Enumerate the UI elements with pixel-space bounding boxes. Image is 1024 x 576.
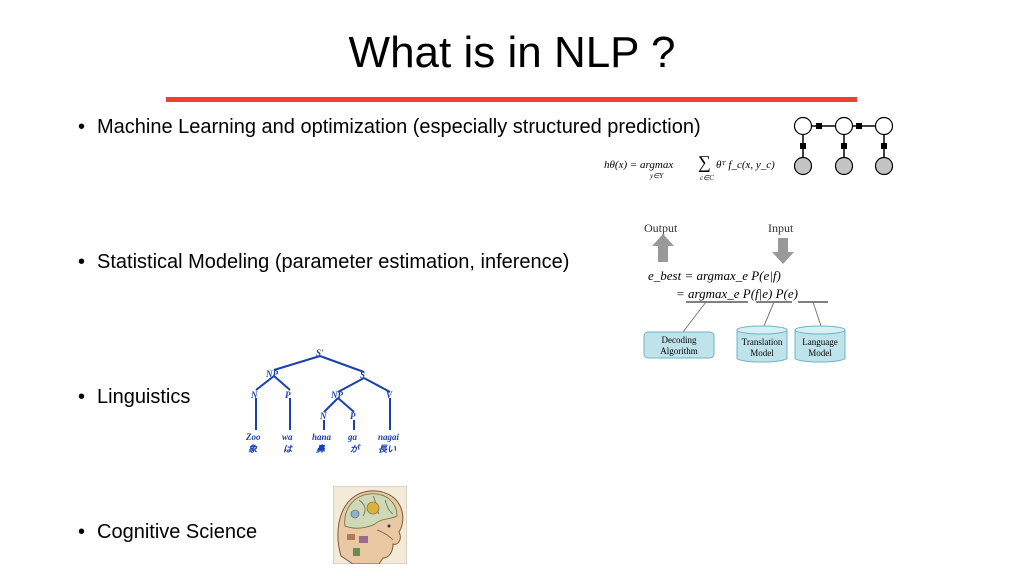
crf-observation-node <box>793 156 813 176</box>
decoding-line1: Decoding <box>662 335 697 345</box>
language-model-cylinder <box>794 330 846 363</box>
tree-glyph: 鼻 <box>316 444 326 454</box>
bullet-marker: • <box>78 386 86 408</box>
bullet-marker: • <box>78 116 86 138</box>
crf-label-node <box>793 116 813 136</box>
decoding-algorithm-box <box>643 331 715 359</box>
tree-word: wa <box>282 432 293 442</box>
sum-symbol: ∑ <box>698 152 711 172</box>
tree-glyph: 長い <box>378 444 397 454</box>
tree-root: S' <box>316 348 324 358</box>
title-underline <box>166 97 857 102</box>
translation-line1: Translation <box>742 337 783 347</box>
bullet-text: Statistical Modeling (parameter estimati… <box>97 251 570 273</box>
tree-np2: NP <box>330 390 343 400</box>
tree-p1: P <box>285 390 291 400</box>
bullet-linguistics: • Linguistics <box>78 386 190 409</box>
bullet-marker: • <box>78 521 86 543</box>
bullet-ml: • Machine Learning and optimization (espe… <box>78 116 701 139</box>
tree-n2: N <box>319 411 327 421</box>
tree-n1: N <box>250 390 258 400</box>
bullet-marker: • <box>78 251 86 273</box>
down-arrow-icon <box>772 238 794 264</box>
bullet-text: Cognitive Science <box>97 521 258 543</box>
crf-observation-node <box>834 156 854 176</box>
crf-figure: hθ(x) = argmax y∈Y ∑ c∈C θᵀ f_c(x, y_c) <box>604 116 894 182</box>
equation-line-2: = argmax_e P(f|e) P(e) <box>676 286 798 301</box>
input-label: Input <box>768 221 794 235</box>
smt-figure: Output Input e_best = argmax_e P(e|f) = … <box>643 221 846 363</box>
tree-v: V <box>386 390 393 400</box>
tree-word: ga <box>347 432 358 442</box>
tree-word: Zoo <box>245 432 261 442</box>
tree-glyph: は <box>283 444 293 454</box>
formula-sum-sub: c∈C <box>700 174 714 182</box>
crf-label-node <box>834 116 854 136</box>
crf-label-node <box>874 116 894 136</box>
language-line1: Language <box>802 337 837 347</box>
bullet-text: Linguistics <box>97 386 191 408</box>
tree-p2: P <box>350 411 356 421</box>
crf-observation-node <box>874 156 894 176</box>
tree-word: nagai <box>378 432 400 442</box>
tree-np: NP <box>265 369 278 379</box>
up-arrow-icon <box>652 234 674 262</box>
tree-s: S <box>360 370 365 380</box>
translation-line2: Model <box>750 348 774 358</box>
output-label: Output <box>644 221 678 235</box>
tree-glyph: が <box>350 444 361 454</box>
formula-rhs: θᵀ f_c(x, y_c) <box>716 159 775 171</box>
tree-word: hana <box>312 432 332 442</box>
phrenology-head-image <box>333 486 407 564</box>
language-line2: Model <box>808 348 832 358</box>
tree-glyph: 象 <box>248 444 258 454</box>
formula-lhs: hθ(x) = argmax <box>604 159 673 171</box>
equation-line-1: e_best = argmax_e P(e|f) <box>648 268 781 283</box>
translation-model-cylinder <box>736 330 788 363</box>
slide-title: What is in NLP ? <box>348 28 676 77</box>
parse-tree-figure: S' NP S N P NP V N P Zoo wa hana ga naga… <box>245 348 400 454</box>
bullet-statistical: • Statistical Modeling (parameter estimat… <box>78 251 569 274</box>
formula-argmax-sub: y∈Y <box>649 172 664 180</box>
bullet-cognitive: • Cognitive Science <box>78 521 257 544</box>
bullet-text: Machine Learning and optimization (espec… <box>97 116 701 138</box>
decoding-line2: Algorithm <box>660 346 698 356</box>
